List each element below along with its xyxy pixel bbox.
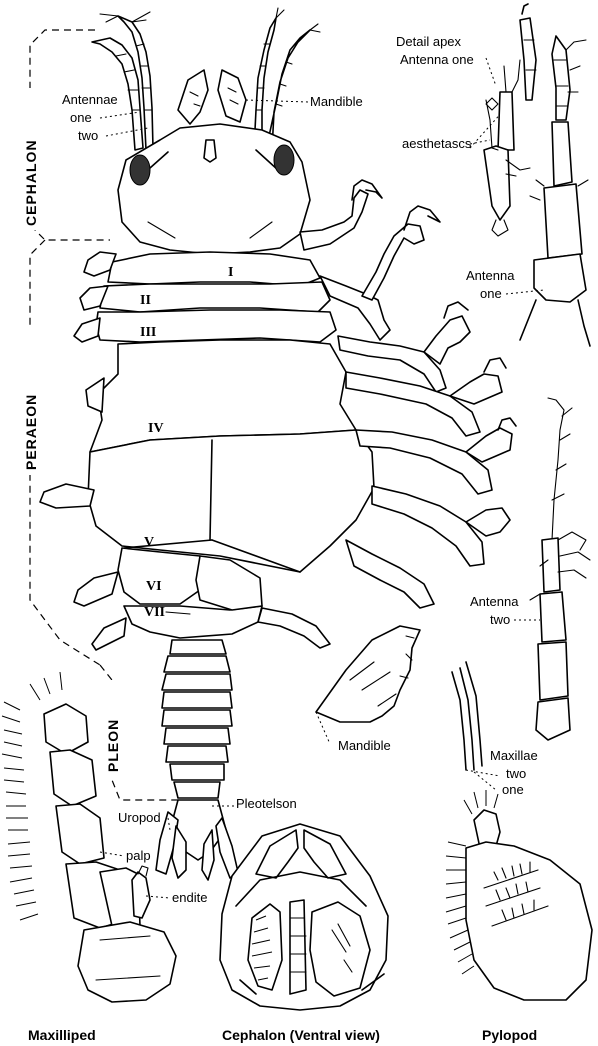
peraeon-segment-1 xyxy=(108,252,320,286)
left-mandible-top xyxy=(178,70,208,124)
caption-maxilliped: Maxilliped xyxy=(28,1027,96,1043)
antenna-two-title-a: Antenna xyxy=(470,594,519,609)
right-eye xyxy=(274,145,294,175)
maxillae-two-label: two xyxy=(506,766,526,781)
pleotelson-label: Pleotelson xyxy=(236,796,297,811)
mandible-top-label: Mandible xyxy=(310,94,363,109)
peraeon-segment-6 xyxy=(118,548,200,604)
antenna-two-title-b: two xyxy=(490,612,510,627)
segment-label-5: V xyxy=(144,535,154,550)
segment-label-7: VII xyxy=(144,605,165,620)
endite-label: endite xyxy=(172,890,207,905)
cephalon-ventral-drawing xyxy=(220,824,388,1010)
peraeon-label: PERAEON xyxy=(23,394,39,470)
pylopod-drawing xyxy=(446,790,592,1000)
antenna-one-title-b: one xyxy=(480,286,502,301)
aesthetascs-label: aesthetascs xyxy=(402,136,472,151)
segment-label-3: III xyxy=(140,325,156,340)
maxillae-label: Maxillae xyxy=(490,748,538,763)
maxillae-one-label: one xyxy=(502,782,524,797)
pleon-label: PLEON xyxy=(105,719,121,772)
segment-label-4: IV xyxy=(148,421,164,436)
cephalon-label: CEPHALON xyxy=(23,139,39,226)
antenna-one-title-a: Antenna xyxy=(466,268,515,283)
right-mandible-top xyxy=(218,70,246,122)
pleon-segments xyxy=(162,640,232,798)
uropod-right xyxy=(216,818,238,878)
left-eye xyxy=(130,155,150,185)
antennae-one-label: one xyxy=(70,110,92,125)
uropod-label: Uropod xyxy=(118,810,161,825)
mandible-detail: Mandible xyxy=(316,626,420,753)
maxilliped-base xyxy=(78,922,176,1002)
segment-label-2: II xyxy=(140,293,151,308)
segment-label-6: VI xyxy=(146,579,162,594)
right-antennae xyxy=(254,8,320,150)
mandible-detail-label: Mandible xyxy=(338,738,391,753)
antennae-two-label: two xyxy=(78,128,98,143)
peraeon-segment-2 xyxy=(100,282,330,312)
antenna-one-drawing: Antenna one xyxy=(466,4,590,346)
segment-label-1: I xyxy=(228,265,233,280)
antennae-label: Antennae xyxy=(62,92,118,107)
peraeon-segment-3 xyxy=(96,310,336,342)
caption-cephalon-ventral: Cephalon (Ventral view) xyxy=(222,1027,380,1043)
detail-apex-antenna-one: Detail apex Antenna one aesthetascs xyxy=(396,34,530,236)
detail-apex-label: Detail apex xyxy=(396,34,462,49)
maxillae-detail: Maxillae two one xyxy=(452,662,538,797)
caption-pylopod: Pylopod xyxy=(482,1027,537,1043)
detail-antenna-one-label: Antenna one xyxy=(400,52,474,67)
pylopod-plate xyxy=(466,842,592,1000)
palp-label: palp xyxy=(126,848,151,863)
left-antennae xyxy=(92,12,153,150)
